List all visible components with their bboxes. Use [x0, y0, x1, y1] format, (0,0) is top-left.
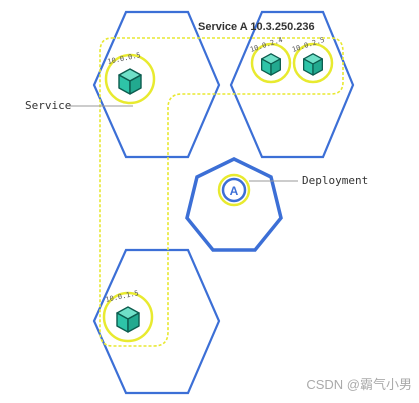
- container-cube-icon: [261, 53, 281, 76]
- deployment-badge-icon: [221, 177, 247, 203]
- deployment-badge-ring: [217, 173, 251, 207]
- container-cube-icon: [116, 306, 140, 333]
- deployment-badge-letter: A: [230, 184, 239, 198]
- container-cube-icon: [118, 68, 142, 95]
- watermark-text: CSDN @霸气小男: [306, 377, 412, 392]
- pod-ring-10-0-2-4: [250, 42, 292, 84]
- service-label: Service: [25, 99, 71, 112]
- pod-ip-label: 10.0.1.5: [105, 289, 140, 304]
- service-title: Service A 10.3.250.236: [198, 21, 315, 33]
- node-hexagon-top-left: [92, 10, 221, 159]
- pod-ring-10-0-0-5: [104, 53, 156, 105]
- service-boundary-dashed: [99, 37, 344, 347]
- container-cube-icon: [303, 53, 323, 76]
- deployment-heptagon: [185, 157, 283, 252]
- node-hexagon-top-right: [229, 10, 355, 159]
- node-hexagon-bottom: [92, 248, 221, 395]
- pod-ip-label: 10.0.0.5: [107, 51, 142, 66]
- pod-ring-10-0-1-5: [102, 291, 154, 343]
- pod-ring-10-0-2-5: [292, 42, 334, 84]
- deployment-label: Deployment: [302, 174, 368, 187]
